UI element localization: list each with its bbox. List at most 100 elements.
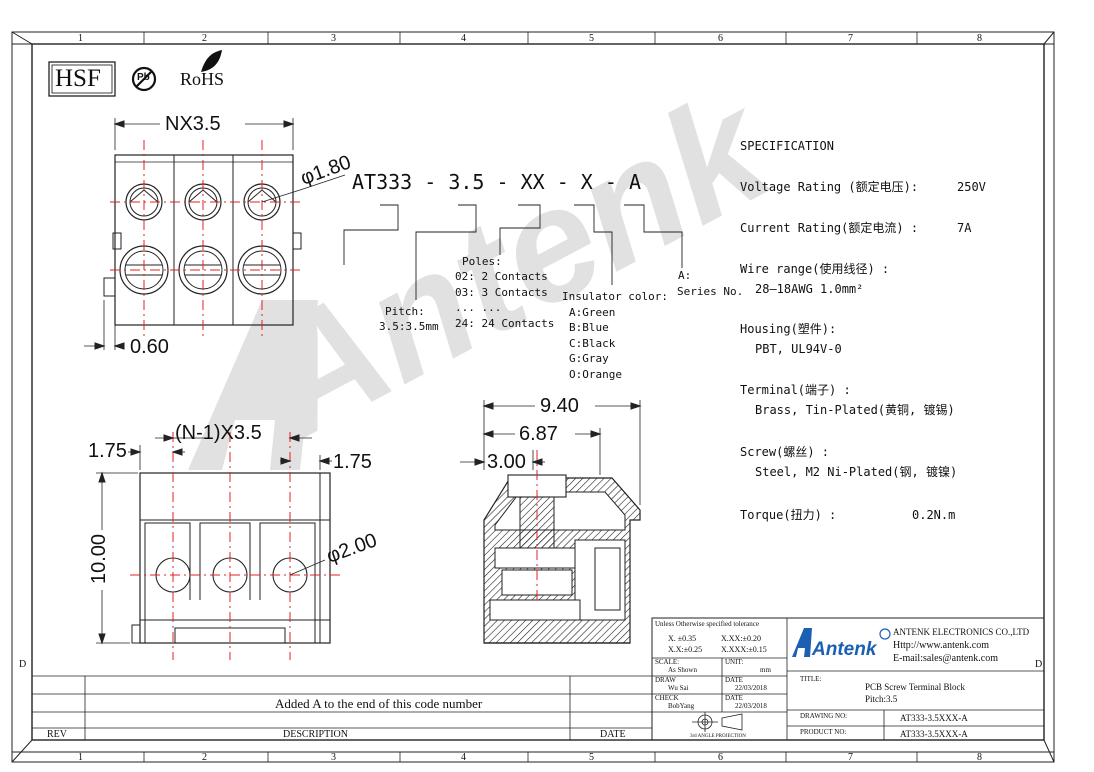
spec-screw-label: Screw(螺丝) : <box>740 445 830 459</box>
dim-300: 3.00 <box>487 451 526 473</box>
color-item: B:Blue <box>569 321 609 334</box>
draw-value: Wu Sai <box>668 684 689 692</box>
title-line-1: PCB Screw Terminal Block <box>865 682 965 692</box>
column-number: 2 <box>202 33 207 44</box>
series-value: Series No. <box>677 285 744 298</box>
spec-torque-value: 0.2N.m <box>912 508 956 522</box>
spec-wire-label: Wire range(使用线径) : <box>740 262 890 276</box>
pitch-value: 3.5:3.5mm <box>379 320 439 333</box>
poles-label: Poles: <box>462 255 502 268</box>
column-number: 3 <box>331 752 336 763</box>
spec-voltage-label: Voltage Rating (额定电压): <box>740 180 919 194</box>
revision-entry: Added A to the end of this code number <box>275 696 483 711</box>
column-number: 2 <box>202 752 207 763</box>
title-label: TITLE: <box>800 675 822 683</box>
spec-title: SPECIFICATION <box>740 139 834 153</box>
column-number: 1 <box>78 33 83 44</box>
dim-060: 0.60 <box>130 336 169 358</box>
pole-item: 24: 24 Contacts <box>455 317 555 330</box>
title-block-grid <box>32 617 1045 741</box>
unit-label: UNIT: <box>725 658 744 666</box>
spec-current-value: 7A <box>957 221 972 235</box>
logo-text: Antenk <box>811 639 878 660</box>
pole-item: ... ... <box>455 301 502 314</box>
pole-item: 03: 3 Contacts <box>455 286 548 299</box>
product-no-value: AT333-3.5XXX-A <box>900 729 968 739</box>
series-label: A: <box>678 269 692 282</box>
drawing-no-value: AT333-3.5XXX-A <box>900 713 968 723</box>
spec-torque-label: Torque(扭力) : <box>740 508 837 522</box>
company-email: E-mail:sales@antenk.com <box>893 653 999 664</box>
color-item: O:Orange <box>569 368 622 381</box>
spec-wire-value: 28—18AWG 1.0mm² <box>755 282 864 296</box>
column-number: 7 <box>848 752 853 763</box>
leaf-icon <box>201 50 222 72</box>
color-item: A:Green <box>569 306 616 319</box>
hsf-box <box>48 61 116 97</box>
dim-nx: NX3.5 <box>165 113 221 135</box>
rohs-label: RoHS <box>180 69 225 89</box>
color-item: G:Gray <box>569 352 609 365</box>
spec-voltage-value: 250V <box>957 180 986 194</box>
tolerance-1a: X. ±0.35 <box>668 634 697 643</box>
dim-940: 9.40 <box>540 395 579 417</box>
product-no-label: PRODUCT NO: <box>800 728 847 736</box>
row-letter: D <box>19 659 27 670</box>
front-view <box>96 432 340 660</box>
scale-label: SCALE: <box>655 658 680 666</box>
top-view <box>84 118 346 350</box>
pb-free-icon <box>131 66 157 92</box>
dim-n1x: (N-1)X3.5 <box>175 422 262 444</box>
insulator-label: Insulator color: <box>562 290 668 303</box>
description-header: DESCRIPTION <box>283 729 349 740</box>
tolerance-title: Unless Otherwise specified tolerance <box>655 620 759 628</box>
column-number: 6 <box>718 33 723 44</box>
tolerance-1b: X.XX:±0.20 <box>721 634 761 643</box>
check-label: CHECK <box>655 694 679 702</box>
part-code: AT333 - 3.5 - XX - X - A <box>352 170 641 194</box>
spec-current-label: Current Rating(额定电流) : <box>740 221 919 235</box>
column-number: 8 <box>977 33 982 44</box>
spec-terminal-value: Brass, Tin-Plated(黄铜, 镀锡) <box>755 403 955 417</box>
scale-value: As Shown <box>668 666 697 674</box>
pitch-label: Pitch: <box>385 305 425 318</box>
company-name: ANTENK ELECTRONICS CO.,LTD <box>893 627 1030 637</box>
column-number: 5 <box>589 33 594 44</box>
company-website: Http://www.antenk.com <box>893 640 990 651</box>
spec-screw-value: Steel, M2 Ni-Plated(钢, 镀镍) <box>755 465 958 479</box>
part-code-leaders <box>343 204 683 300</box>
projection-label: 3rd ANGLE PROJECTION <box>690 734 746 739</box>
spec-housing-label: Housing(塑件): <box>740 322 837 336</box>
rev-header: REV <box>47 729 67 740</box>
spec-terminal-label: Terminal(端子) : <box>740 383 851 397</box>
sheet-frame <box>11 31 1055 763</box>
column-number: 6 <box>718 752 723 763</box>
dim-175-left: 1.75 <box>88 440 127 462</box>
dim-1000: 10.00 <box>88 533 110 584</box>
watermark-text: Antenk <box>228 54 801 472</box>
hsf-label: HSF <box>55 65 101 92</box>
antenk-logo: Antenk <box>792 628 891 660</box>
column-number: 8 <box>977 752 982 763</box>
pole-item: 02: 2 Contacts <box>455 270 548 283</box>
check-value: BobYang <box>668 702 695 710</box>
dim-687: 6.87 <box>519 423 558 445</box>
column-number: 5 <box>589 752 594 763</box>
column-number: 7 <box>848 33 853 44</box>
dim-175-right: 1.75 <box>333 451 372 473</box>
draw-date: 22/03/2018 <box>735 684 767 692</box>
unit-value: mm <box>760 666 771 674</box>
title-line-2: Pitch:3.5 <box>865 694 898 704</box>
spec-housing-value: PBT, UL94V-0 <box>755 342 842 356</box>
tolerance-2b: X.XXX:±0.15 <box>721 645 767 654</box>
draw-label: DRAW <box>655 676 676 684</box>
drawing-no-label: DRAWING NO: <box>800 712 848 720</box>
tolerance-2a: X.X:±0.25 <box>668 645 703 654</box>
check-date: 22/03/2018 <box>735 702 767 710</box>
column-number: 4 <box>461 752 466 763</box>
check-date-label: DATE <box>725 694 743 702</box>
pb-label: Pb <box>137 72 150 83</box>
date-header: DATE <box>600 729 626 740</box>
color-item: C:Black <box>569 337 616 350</box>
